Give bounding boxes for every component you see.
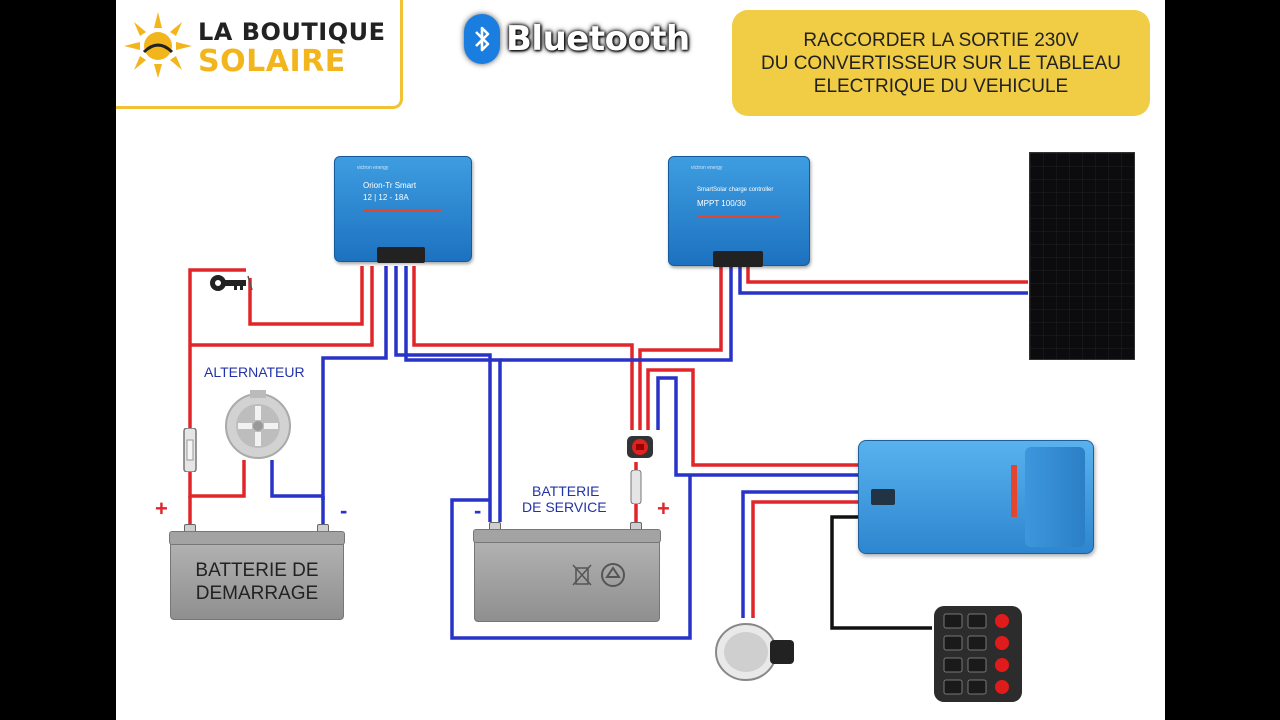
- mppt-terminal-block: [713, 251, 763, 267]
- bluetooth-logo: Bluetooth: [464, 14, 690, 64]
- service-negative-loop: [450, 475, 692, 640]
- starter-battery-label: BATTERIE DE DEMARRAGE: [171, 559, 343, 605]
- instruction-line: DU CONVERTISSEUR SUR LE TABLEAU: [760, 52, 1122, 74]
- recycle-icon: [601, 563, 625, 587]
- crossed-bin-icon: [572, 564, 592, 586]
- mppt-model: SmartSolar charge controller: [697, 187, 774, 193]
- dcdc-out-negative-2: [404, 266, 502, 522]
- starter-battery-line: DEMARRAGE: [195, 583, 319, 604]
- brand-name-line2: SOLAIRE: [198, 44, 346, 79]
- dcdc-out-negative: [394, 266, 492, 522]
- instruction-line: ELECTRIQUE DU VEHICULE: [813, 75, 1069, 97]
- solar-positive: [746, 266, 1028, 284]
- dcdc-negative-wire: [321, 266, 388, 500]
- instruction-note: RACCORDER LA SORTIE 230V DU CONVERTISSEU…: [732, 10, 1150, 116]
- brand-name-line1: LA BOUTIQUE: [198, 18, 386, 46]
- ac-switch-panel-icon: [934, 606, 1022, 702]
- solar-panel: [1029, 152, 1135, 360]
- dcdc-spec: 12 | 12 - 18A: [363, 193, 409, 202]
- alternator-icon: [225, 390, 291, 459]
- ac-inlet-icon: [715, 623, 794, 681]
- service-battery-label-2: DE SERVICE: [522, 499, 607, 515]
- starter-minus-sign: -: [340, 498, 348, 523]
- inverter-negative: [656, 376, 858, 477]
- service-battery-label-1: BATTERIE: [532, 483, 600, 499]
- inverter-red-stripe: [1011, 465, 1017, 517]
- ignition-wire-red-2: [248, 266, 364, 326]
- service-battery: [473, 529, 661, 622]
- bluetooth-label: Bluetooth: [506, 19, 690, 59]
- inverter: [858, 440, 1094, 554]
- wiring-lines: [188, 266, 1028, 640]
- bluetooth-icon: [464, 14, 500, 64]
- inverter-side-panel: [1025, 447, 1085, 547]
- inline-fuse-icon: [630, 470, 642, 504]
- wiring-diagram: LA BOUTIQUE SOLAIRE Bluetooth RACCORDER …: [116, 0, 1165, 720]
- inlet-negative: [741, 490, 858, 618]
- mppt-positive: [638, 266, 723, 430]
- dcdc-brand: victron energy: [357, 165, 389, 171]
- service-battery-lid: [473, 529, 661, 543]
- starter-battery: BATTERIE DE DEMARRAGE: [169, 531, 345, 620]
- battery-switch-icon: [627, 436, 653, 458]
- starter-negative-wire: [270, 460, 323, 498]
- alternator-label: ALTERNATEUR: [204, 364, 305, 380]
- dcdc-red-stripe: [363, 209, 441, 212]
- starter-positive-wire: [188, 460, 246, 498]
- instruction-line: RACCORDER LA SORTIE 230V: [803, 29, 1079, 51]
- ignition-key-icon: [210, 275, 253, 291]
- dcdc-terminal-block: [377, 247, 425, 263]
- sun-icon: [124, 12, 192, 78]
- inverter-led-panel: [871, 489, 895, 505]
- dcdc-positive-wire: [190, 266, 374, 347]
- mppt-brand: victron energy: [691, 165, 723, 171]
- inlet-positive: [751, 500, 858, 618]
- mppt-controller: victron energy SmartSolar charge control…: [668, 156, 810, 267]
- mppt-negative: [500, 266, 733, 362]
- dcdc-out-positive: [412, 266, 634, 430]
- dcdc-model: Orion-Tr Smart: [363, 181, 417, 190]
- ignition-wire-red: [188, 268, 246, 430]
- solar-negative: [738, 266, 1028, 295]
- mppt-red-stripe: [697, 215, 779, 218]
- brand-logo: LA BOUTIQUE SOLAIRE: [116, 0, 403, 109]
- mppt-spec: MPPT 100/30: [697, 199, 746, 208]
- ac-output-wire: [830, 515, 932, 630]
- service-plus-sign: +: [657, 496, 670, 521]
- fuse-icon: [183, 428, 197, 472]
- dcdc-charger: victron energy Orion-Tr Smart 12 | 12 - …: [334, 156, 472, 263]
- inverter-positive: [646, 368, 858, 467]
- starter-plus-sign: +: [155, 496, 168, 521]
- service-minus-sign: -: [474, 498, 482, 523]
- starter-battery-line: BATTERIE DE: [195, 560, 319, 581]
- starter-battery-lid: [169, 531, 345, 545]
